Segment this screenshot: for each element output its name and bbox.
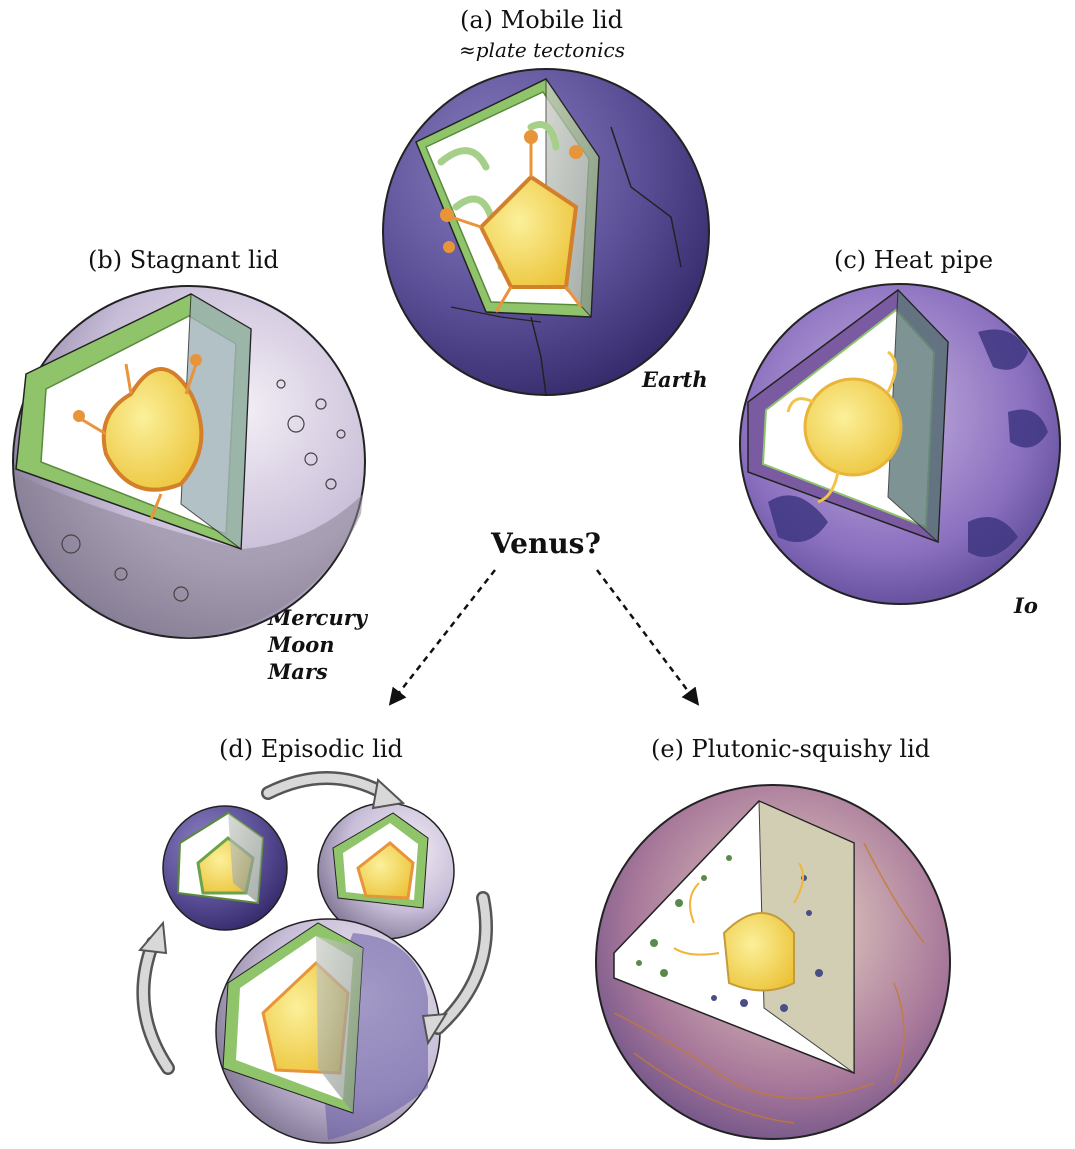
arrow-to-plutonic-squishy-lid <box>597 570 697 703</box>
arrow-to-episodic-lid <box>391 570 495 703</box>
